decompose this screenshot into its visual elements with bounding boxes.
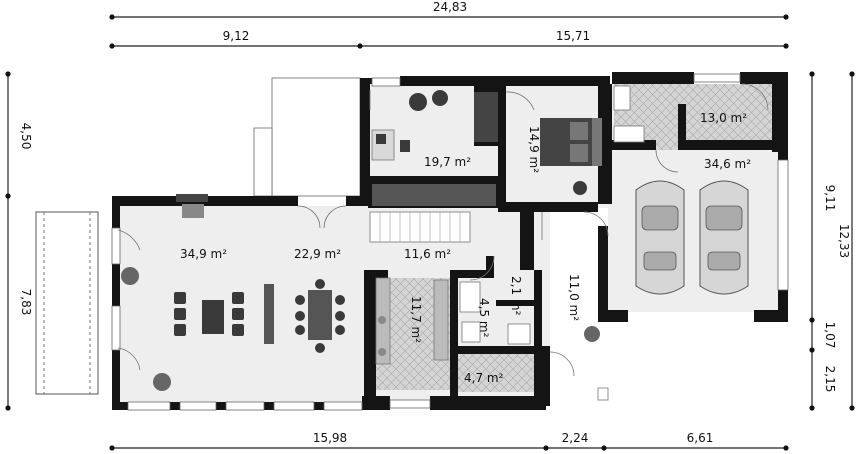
- windows: [111, 73, 789, 411]
- office-furniture: [371, 90, 498, 206]
- bedroom-furniture: [540, 118, 602, 195]
- meter-box: [597, 387, 609, 401]
- plant-icon: [121, 267, 600, 391]
- bottom-dimensions: 15,98 2,24 6,61: [109, 431, 789, 451]
- partition-shelf: [264, 284, 274, 344]
- room-area-kitchen: 11,7 m²: [409, 296, 423, 343]
- dim-right-upper: 9,11: [823, 185, 837, 212]
- room-area-utility: 13,0 m²: [700, 111, 747, 125]
- room-area-pantry: 4,7 m²: [464, 371, 504, 385]
- dim-top-right: 15,71: [556, 29, 590, 43]
- dim-right-lower: 2,15: [823, 366, 837, 393]
- dim-left-main: 7,83: [19, 289, 33, 316]
- canopy-column: [253, 127, 273, 197]
- dining-table: [295, 279, 345, 353]
- pantry-tile: [452, 354, 536, 392]
- room-area-living: 34,9 m²: [180, 247, 227, 261]
- doors: [117, 83, 769, 377]
- dim-bottom-left: 15,98: [313, 431, 347, 445]
- terrace: [35, 211, 99, 395]
- kitchen-counters: [375, 277, 449, 365]
- room-area-vestibule: 11,0 m²: [567, 274, 581, 321]
- left-dimensions: 4,50 7,83: [5, 71, 33, 411]
- dim-right-middle: 1,07: [823, 322, 837, 349]
- room-area-hall: 11,6 m²: [404, 247, 451, 261]
- dim-bottom-middle: 2,24: [562, 431, 589, 445]
- room-area-bathroom: 4,5 m²: [477, 298, 491, 338]
- room-area-office: 19,7 m²: [424, 155, 471, 169]
- staircase: [369, 211, 471, 243]
- top-dimensions: 24,83 9,12 15,71: [109, 0, 789, 49]
- right-dimensions: 9,11 1,07 2,15 12,33: [809, 71, 855, 411]
- bathroom-fixtures: [459, 281, 531, 345]
- room-labels: 34,9 m² 22,9 m² 11,6 m² 19,7 m² 14,9 m² …: [180, 111, 751, 385]
- dim-top-left: 9,12: [223, 29, 250, 43]
- room-area-bedroom: 14,9 m²: [527, 126, 541, 173]
- utility-fixtures: [613, 85, 645, 143]
- room-area-wc: 2,1 m²: [509, 276, 523, 316]
- dim-right-total: 12,33: [837, 224, 851, 258]
- room-area-dining: 22,9 m²: [294, 247, 341, 261]
- entrance-canopy: [271, 77, 361, 197]
- dim-top-total: 24,83: [433, 0, 467, 14]
- car-icon: [699, 180, 749, 295]
- dining-table-living: [174, 292, 244, 336]
- fireplace: [176, 194, 208, 218]
- car-icon: [635, 180, 685, 295]
- dim-left-top: 4,50: [19, 123, 33, 150]
- dim-bottom-right: 6,61: [687, 431, 714, 445]
- room-area-garage: 34,6 m²: [704, 157, 751, 171]
